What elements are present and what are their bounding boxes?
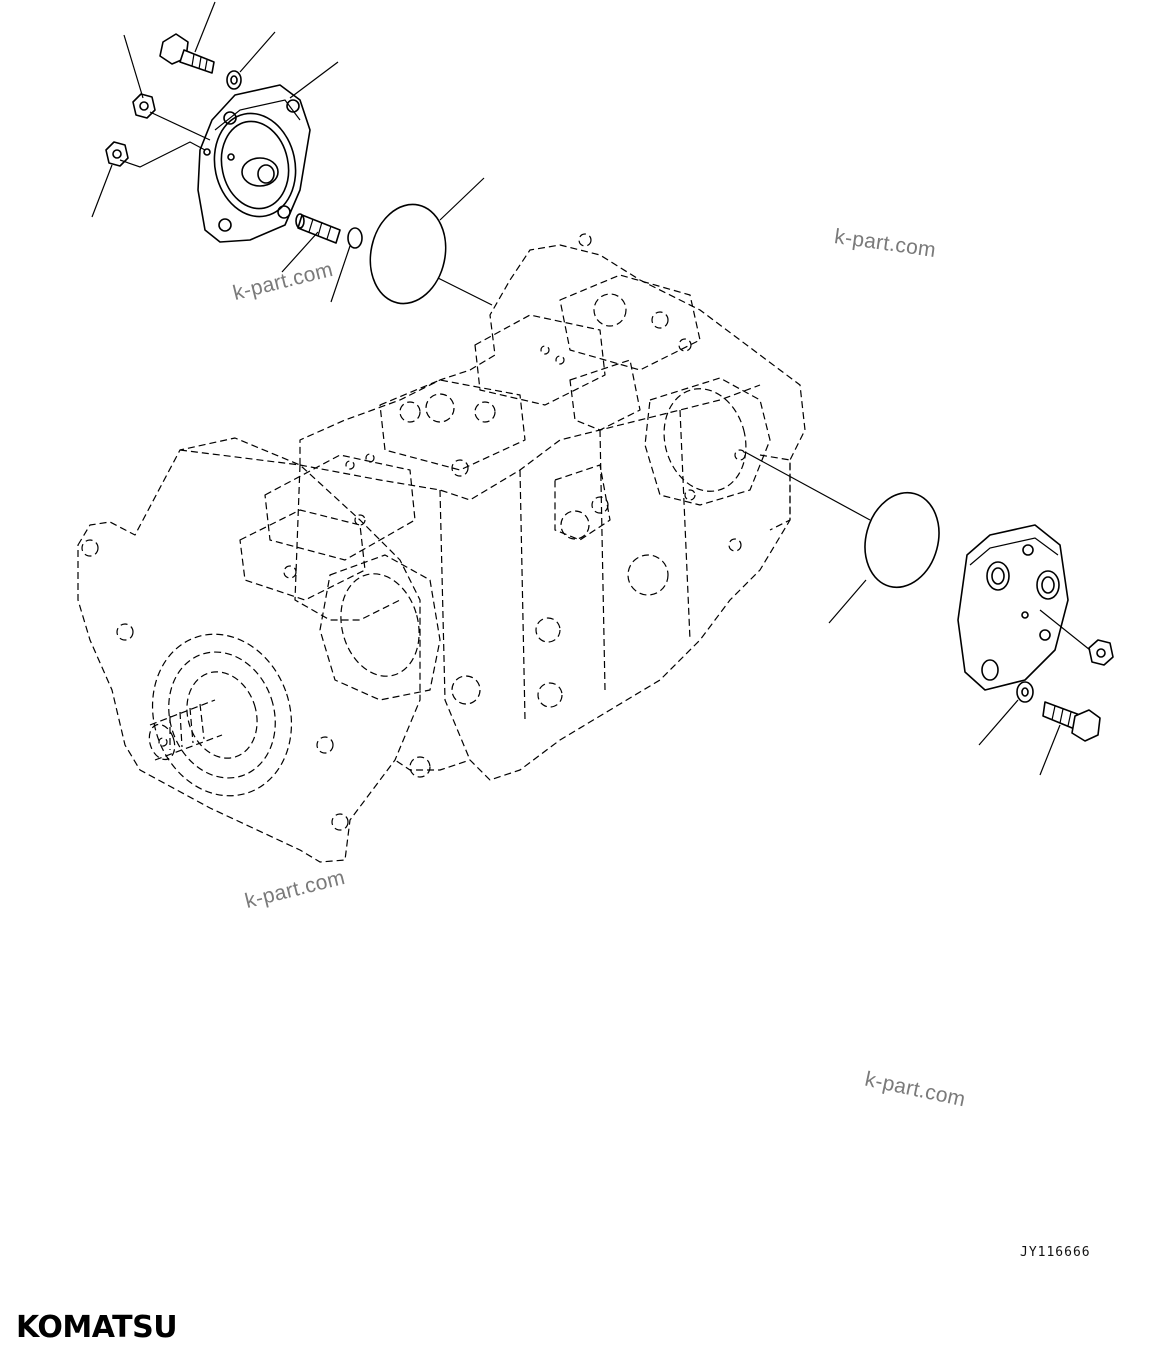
leader-lines bbox=[91, 1, 1091, 776]
right-washer bbox=[1016, 681, 1034, 703]
large-o-ring-right bbox=[864, 491, 940, 589]
front-cover-assembly bbox=[197, 84, 311, 243]
dowel-pin bbox=[295, 213, 341, 244]
komatsu-logo: KOMATSU bbox=[16, 1310, 178, 1345]
top-bolt bbox=[159, 33, 215, 74]
small-o-ring bbox=[347, 227, 363, 249]
top-washer bbox=[226, 70, 242, 90]
large-o-ring-top bbox=[369, 203, 447, 305]
illustration-code: JY116666 bbox=[1020, 1245, 1091, 1260]
upper-nut bbox=[132, 93, 156, 119]
lower-nut bbox=[105, 141, 129, 167]
rear-cover-assembly bbox=[957, 524, 1069, 691]
right-nut bbox=[1088, 639, 1114, 666]
pump-body bbox=[77, 233, 806, 863]
right-bolt bbox=[1042, 701, 1101, 742]
